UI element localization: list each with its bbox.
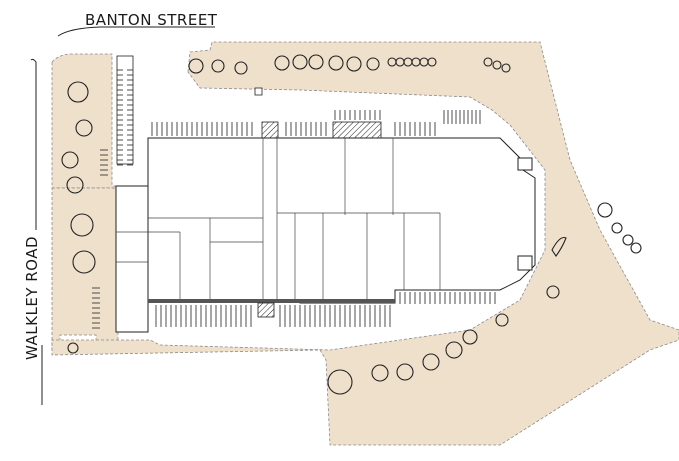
tree-icon (67, 342, 79, 354)
walkley-road-edge (30, 58, 37, 230)
tree-icon (327, 369, 353, 395)
tree-icon (396, 363, 414, 381)
tree-icon (308, 54, 324, 70)
banton-street-edge (57, 26, 215, 37)
tree-icon (292, 54, 308, 70)
tree-icon (371, 364, 389, 382)
tree-icon (66, 176, 84, 194)
tree-icon (492, 60, 502, 70)
tree-icon (622, 234, 634, 246)
tree-icon (597, 202, 613, 218)
tree-icon (328, 55, 344, 71)
landscape-top (51, 41, 679, 446)
tree-icon (346, 56, 362, 72)
tree-icon (427, 57, 437, 67)
tree-icon (422, 353, 440, 371)
tree-icon (546, 285, 560, 299)
tree-icon (188, 58, 204, 74)
main-building (115, 121, 536, 333)
tree-icon (462, 329, 478, 345)
tree-icon (75, 119, 93, 137)
tree-icon (72, 250, 96, 274)
parking-stalls (92, 69, 496, 329)
walkley-road-label: WALKLEY ROAD (23, 236, 41, 360)
tree-icon (501, 63, 511, 73)
tree-icon (67, 81, 89, 103)
tree-icon (630, 242, 642, 254)
tree-icon (495, 313, 509, 327)
tree-icon (211, 59, 225, 73)
tree-icon (274, 55, 290, 71)
tree-icon (483, 57, 493, 67)
tree-icon (70, 213, 94, 237)
tree-icon (611, 222, 623, 234)
pond-shape (551, 236, 567, 257)
tree-symbols (61, 54, 642, 395)
landscape-left (51, 53, 121, 189)
banton-street-label: BANTON STREET (85, 11, 218, 29)
tree-icon (61, 151, 79, 169)
tree-icon (445, 341, 463, 359)
tree-icon (366, 57, 380, 71)
tree-icon (234, 61, 248, 75)
site-marker (254, 87, 263, 96)
landscape-left-lower (51, 187, 119, 351)
